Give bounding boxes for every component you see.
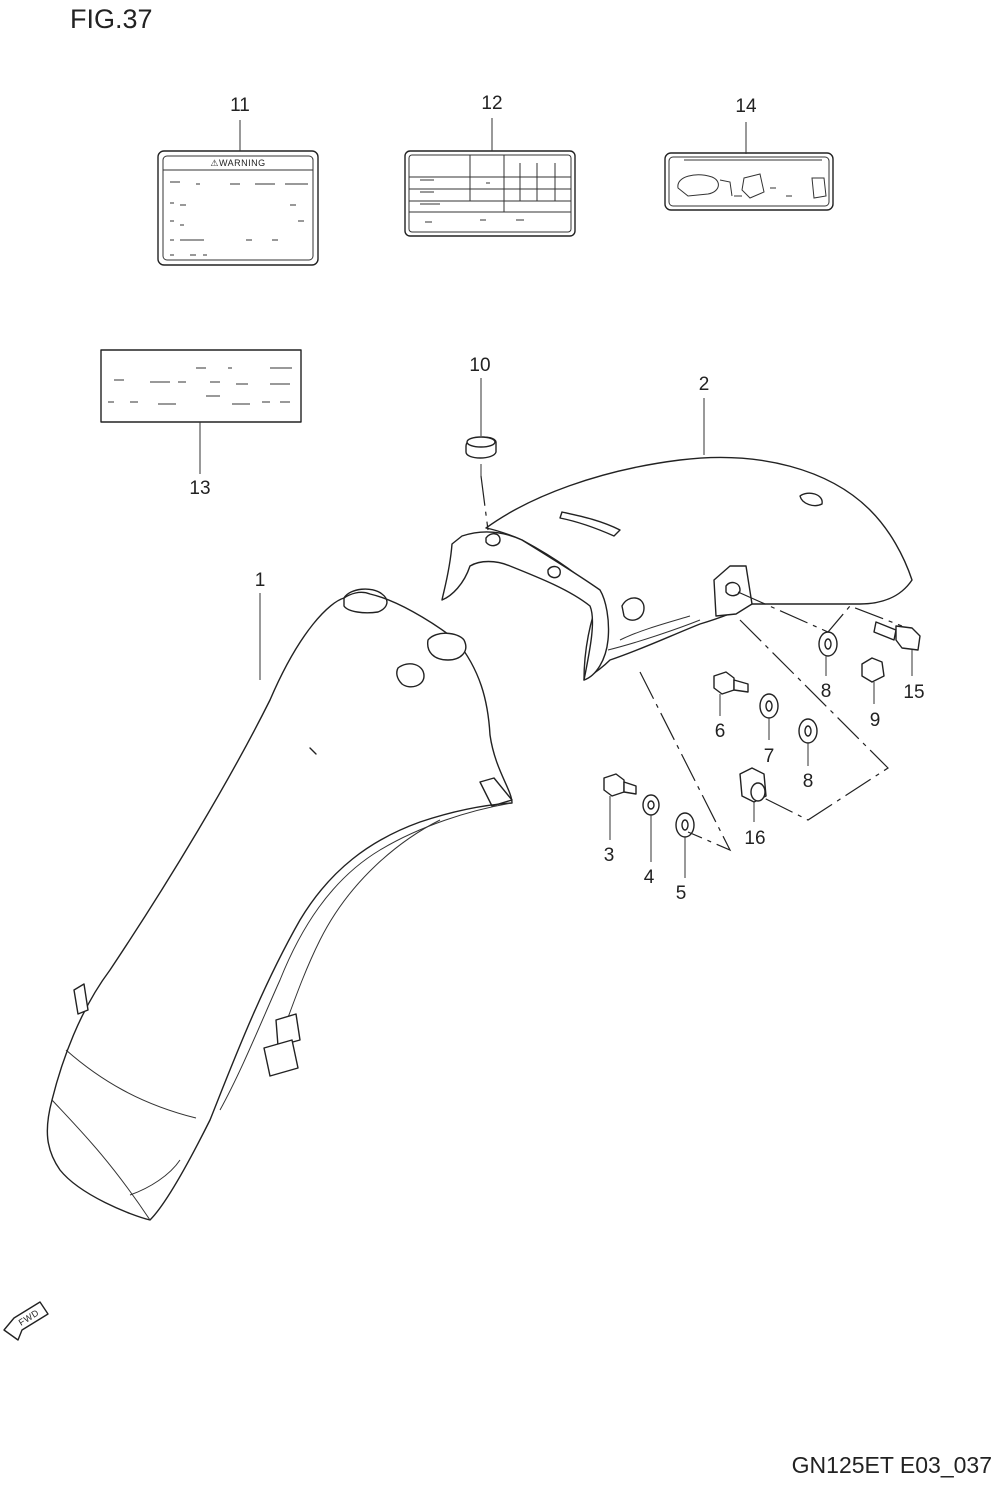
callout-13: 13 bbox=[189, 478, 210, 499]
bolt-3 bbox=[603, 773, 637, 797]
fwd-arrow-icon: FWD bbox=[3, 1301, 49, 1341]
rear-fender-front bbox=[46, 588, 513, 1221]
figure-title: FIG.37 bbox=[70, 4, 153, 34]
callout-10: 10 bbox=[469, 355, 490, 376]
callout-12: 12 bbox=[481, 93, 502, 114]
figure-code: GN125ET E03_037 bbox=[791, 1452, 992, 1478]
callout-6: 6 bbox=[715, 721, 726, 742]
spec-table-label bbox=[404, 150, 576, 237]
collar-16 bbox=[739, 767, 767, 803]
warning-label: ⚠WARNING bbox=[157, 150, 319, 266]
bolt-6 bbox=[713, 671, 749, 695]
tire-info-label bbox=[664, 152, 834, 211]
nut-9 bbox=[861, 657, 885, 683]
washers bbox=[642, 631, 838, 838]
caution-label bbox=[100, 349, 302, 423]
rear-fender-rear bbox=[441, 456, 913, 681]
callout-8a: 8 bbox=[821, 681, 832, 702]
callout-8b: 8 bbox=[803, 771, 814, 792]
callout-11: 11 bbox=[230, 95, 250, 116]
callout-numbers: 11 12 14 13 10 2 1 8 9 15 6 7 8 16 3 4 5 bbox=[189, 93, 924, 904]
callout-1: 1 bbox=[255, 570, 266, 591]
callout-5: 5 bbox=[676, 883, 687, 904]
leader-lines bbox=[199, 118, 913, 878]
warning-label-heading: ⚠WARNING bbox=[210, 158, 265, 168]
callout-16: 16 bbox=[744, 828, 765, 849]
callout-14: 14 bbox=[735, 96, 757, 117]
bolt-15 bbox=[873, 621, 921, 651]
callout-3: 3 bbox=[604, 845, 615, 866]
grommet bbox=[465, 436, 497, 476]
callout-9: 9 bbox=[870, 710, 881, 731]
assembly-lines bbox=[480, 475, 903, 852]
callout-7: 7 bbox=[764, 746, 775, 767]
callout-15: 15 bbox=[903, 682, 924, 703]
callout-4: 4 bbox=[644, 867, 655, 888]
callout-2: 2 bbox=[699, 374, 710, 395]
